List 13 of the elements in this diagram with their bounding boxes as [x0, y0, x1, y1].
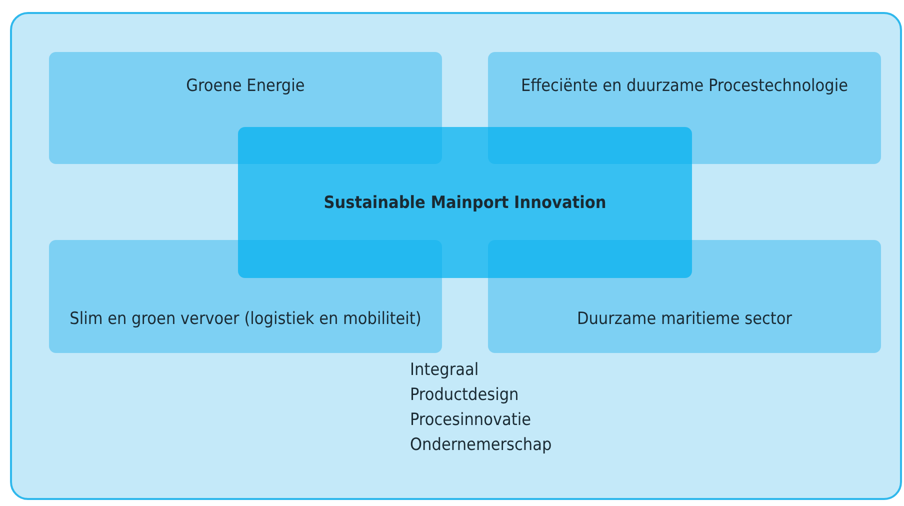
list-item: Productdesign	[410, 384, 519, 407]
box-title: Slim en groen vervoer (logistiek en mobiliteit)	[70, 309, 422, 329]
topic-box	[488, 240, 881, 353]
list-item: Ondernemerschap	[410, 434, 552, 457]
topic-box	[49, 240, 442, 353]
box-title: Effeciënte en duurzame Procestechnologie	[520, 76, 848, 96]
box-title: Sustainable Mainport Innovation	[324, 192, 606, 212]
list-item: Procesinnovatie	[410, 409, 532, 432]
box-title: Duurzame maritieme sector	[576, 309, 792, 329]
list-item: Integraal	[410, 359, 479, 382]
box-title: Groene Energie	[186, 76, 305, 96]
central-box	[238, 127, 692, 278]
panel-background	[10, 12, 902, 500]
